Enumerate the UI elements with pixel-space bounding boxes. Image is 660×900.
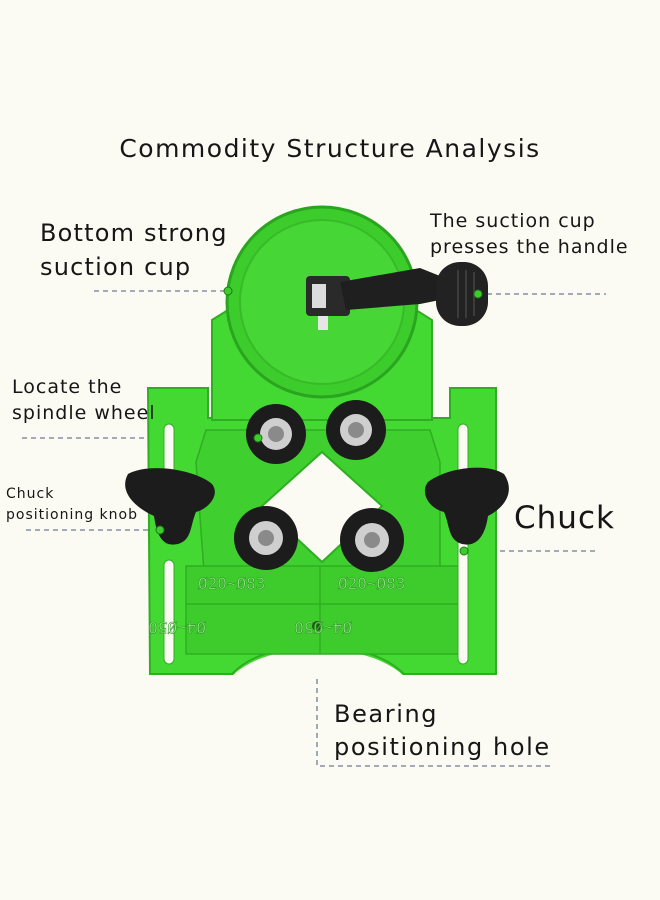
label-spindle: Locate the spindle wheel [12, 374, 156, 426]
scale-upper-left: Ø20~Ø83 [198, 574, 265, 593]
spindle-wheels [234, 400, 404, 572]
label-chuck: Chuck [514, 500, 615, 536]
wheel-top-left [246, 404, 306, 464]
scale-upper-right: Ø20~Ø83 [338, 574, 405, 593]
page-title: Commodity Structure Analysis [119, 134, 541, 163]
label-bottom-suction-line-2: suction cup [40, 253, 192, 281]
knob-left [125, 468, 215, 545]
label-bottom-suction: Bottom strong suction cup [40, 216, 228, 284]
label-bearing-line-1: Bearing [334, 700, 439, 728]
wheel-bottom-left [234, 506, 298, 570]
label-bottom-suction-line-1: Bottom strong [40, 219, 228, 247]
label-bearing-line-2: positioning hole [334, 733, 551, 761]
wheel-top-right [326, 400, 386, 460]
handle-grip [436, 262, 488, 326]
scale-band [185, 565, 463, 655]
knob-right [424, 467, 509, 545]
label-chuck-knob-line-1: Chuck [6, 486, 55, 502]
scale-labels: Ø20~Ø83 Ø20~Ø83 Ø4~Ø50 Ø4~Ø50 [148, 574, 406, 638]
leader-dots [155, 286, 483, 556]
center-window [260, 450, 384, 564]
label-chuck-knob: Chuck positioning knob [6, 484, 138, 526]
label-suction-handle-line-1: The suction cup [430, 210, 596, 232]
label-spindle-line-1: Locate the [12, 376, 123, 398]
bearing-hole [312, 621, 322, 631]
slot-left-lower [163, 559, 175, 665]
wheel-bottom-right [340, 508, 404, 572]
label-spindle-line-2: spindle wheel [12, 402, 156, 424]
label-chuck-knob-line-2: positioning knob [6, 507, 138, 523]
scale-lower-right: Ø4~Ø50 [294, 618, 352, 637]
leader-lines [22, 290, 606, 767]
label-suction-handle: The suction cup presses the handle [430, 208, 629, 260]
suction-handle [306, 262, 488, 330]
scale-lower-left: Ø4~Ø50 [148, 618, 206, 637]
label-bearing: Bearing positioning hole [334, 698, 551, 764]
chuck-knobs [125, 467, 509, 545]
label-suction-handle-line-2: presses the handle [430, 236, 629, 258]
